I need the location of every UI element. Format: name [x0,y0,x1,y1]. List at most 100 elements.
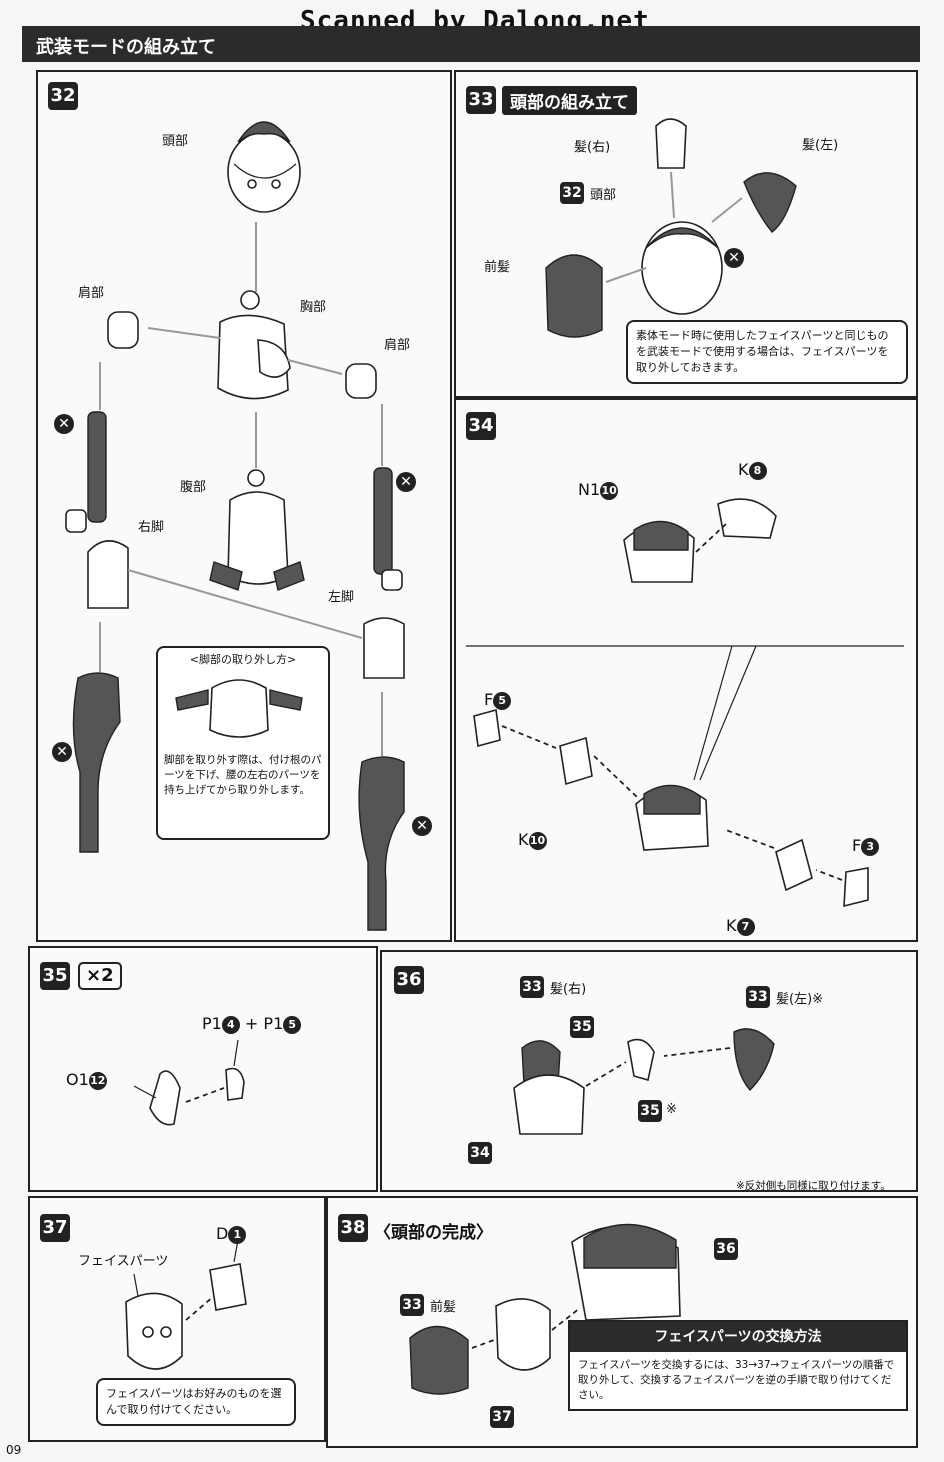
part-code: D [216,1224,229,1243]
chest-part-illustration [217,290,291,400]
arrow-shoulder-left [147,327,221,339]
step-number: 38 [338,1214,368,1242]
ref-step-33: 33 [520,976,544,998]
remove-mark-icon: ✕ [52,742,72,762]
shoulder-left-illustration [107,311,139,349]
label-front-hair: 前髪 [484,260,511,275]
ref-step-37: 37 [490,1406,514,1428]
arm-right-illustration [373,467,403,591]
part-code: F [852,836,862,855]
remove-mark-icon: ✕ [396,472,416,492]
label-hair-left: 髪(左)※ [776,992,824,1007]
ref-step-34: 34 [468,1142,492,1164]
part-number-badge: 8 [748,461,767,480]
howto-title: フェイスパーツの交換方法 [570,1322,906,1352]
abdomen-part-illustration [209,469,305,591]
helmet-assembly-illustration [466,498,904,908]
face-parts-note: 素体モード時に使用したフェイスパーツと同じものを武装モードで使用する場合は、フェ… [626,320,908,384]
step-title: 頭部の組み立て [502,86,637,115]
part-number-badge: 10 [600,481,619,500]
shoulder-right-illustration [345,363,377,399]
label-hair-right: 髪(右) [574,140,611,155]
body-assembly-illustration [65,121,405,931]
quantity-badge: ×2 [78,962,122,990]
section-title: 武装モードの組み立て [36,37,216,58]
part-label-o112: O112 [66,1070,107,1090]
part-code: N1 [578,480,601,499]
part-number-badge: 3 [861,837,880,856]
leg-removal-illustration [175,679,303,738]
plus-sign: + [244,1014,259,1033]
part-code: K [738,460,749,479]
part-code: O1 [66,1070,89,1089]
label-head: 頭部 [162,134,189,149]
ref-step-33: 33 [400,1294,424,1316]
howto-text: フェイスパーツを交換するには、33→37→フェイスパーツの順番で取り外して、交換… [578,1359,895,1401]
part-code: F [484,690,494,709]
ref-step-33: 33 [746,986,770,1008]
face-swap-howto-box: フェイスパーツの交換方法 フェイスパーツを交換するには、33→37→フェイスパー… [568,1320,908,1411]
part-number-badge: 12 [88,1071,107,1090]
label-face-parts: フェイスパーツ [78,1254,169,1269]
label-abdomen: 腹部 [180,480,207,495]
part-label-n110: N110 [578,480,619,500]
part-code: P1 [263,1014,284,1033]
asterisk-mark: ※ [666,1102,677,1117]
part-number-badge: 10 [528,831,547,850]
step-number: 32 [48,82,78,110]
head-part-illustration [227,121,301,213]
remove-mark-icon: ✕ [724,248,744,268]
label-shoulder-right: 肩部 [384,338,411,353]
face-part-illustration [125,1239,247,1370]
ref-step-32: 32 [560,182,584,204]
step-38-panel: 38 〈頭部の完成〉 36 33 前髪 37 フェイスパーツの交換方法 フェイス… [326,1196,918,1448]
ref-step-35: 35 [570,1016,594,1038]
footnote: ※反対側も同様に取り付けます。 [736,1180,891,1192]
arrow-shoulder-right [287,359,343,375]
arm-left-illustration [65,411,107,533]
remove-mark-icon: ✕ [54,414,74,434]
label-head: 頭部 [590,188,617,203]
part-code: K [726,916,737,935]
ref-step-36: 36 [714,1238,738,1260]
label-hair-left: 髪(左) [802,138,839,153]
part-code: P1 [202,1014,222,1033]
step-number: 34 [466,412,496,440]
step-number: 33 [466,86,496,114]
label-left-leg: 左脚 [328,590,355,605]
step-33-panel: 33 頭部の組み立て 髪(右) 髪(左) 32 頭部 前髪 ✕ 素体モード時に使… [454,70,918,398]
label-hair-right: 髪(右) [550,982,587,997]
part-number-badge: 5 [493,691,512,710]
note-title: <脚部の取り外し方> [189,653,297,666]
left-leg-illustration [358,617,405,931]
leg-removal-note: <脚部の取り外し方> 脚部を取り外す際は、付け根のパーツを下げ、腰の左右のパーツ… [156,646,330,840]
helmet-hair-illustration [513,1028,775,1135]
label-chest: 胸部 [300,300,327,315]
page-number: 09 [6,1443,22,1457]
part-label-k10: K10 [518,830,547,850]
label-front-hair: 前髪 [430,1300,457,1315]
head-assembly-illustration [545,118,797,338]
head-completion-illustration [409,1223,681,1395]
part-number-badge: 1 [228,1225,247,1244]
arrow-legs [127,569,363,639]
label-shoulder-left: 肩部 [78,286,105,301]
step-number: 35 [40,962,70,990]
remove-mark-icon: ✕ [412,816,432,836]
step-36-panel: 36 33 髪(右) 35 33 髪(左)※ 35 ※ 34 ※反対側も同様に取… [380,950,918,1192]
step-title: 〈頭部の完成〉 [374,1223,493,1243]
step-32-panel: 32 [36,70,452,942]
step-number: 37 [40,1214,70,1242]
part-number-badge: 4 [221,1015,240,1034]
label-right-leg: 右脚 [138,520,165,535]
section-header: 武装モードの組み立て [22,26,920,62]
part-code: K [518,830,529,849]
